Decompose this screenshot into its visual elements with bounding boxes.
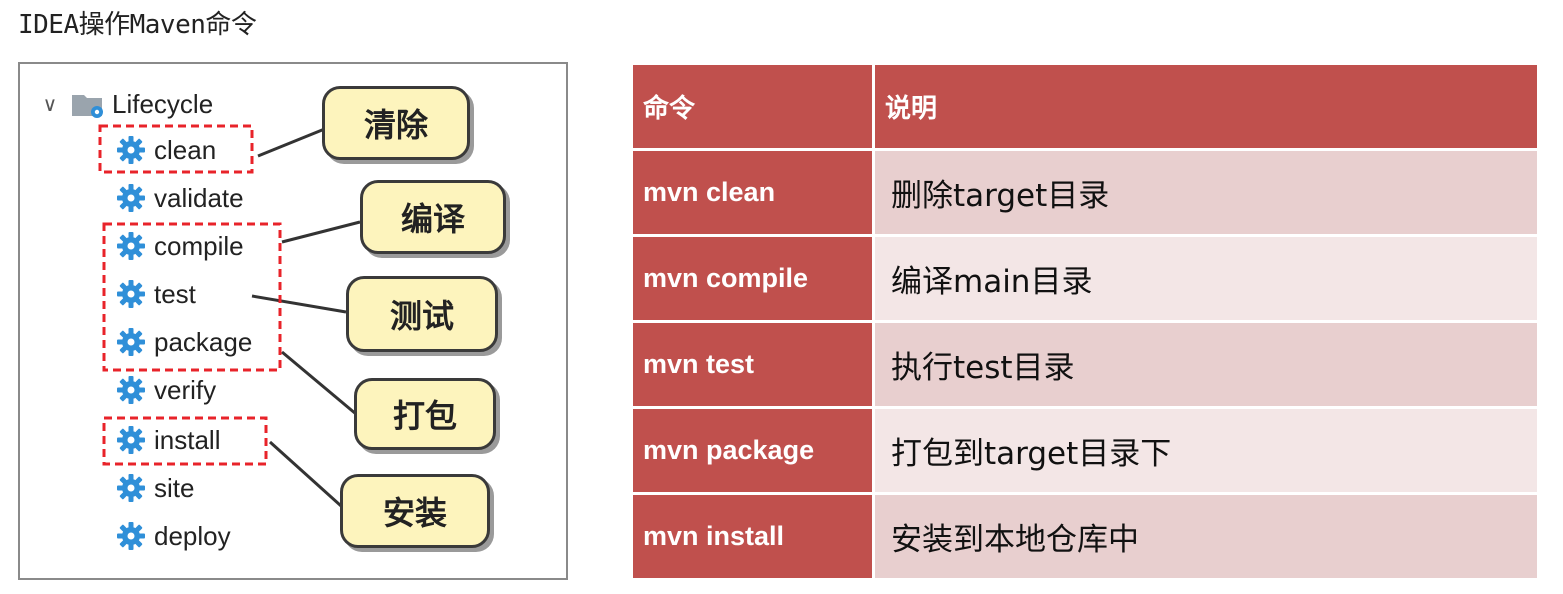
command-cell: mvn install: [630, 492, 875, 581]
description-cell: 打包到target目录下: [872, 406, 1540, 495]
gear-icon: [117, 474, 145, 502]
connector-compile: [281, 220, 361, 244]
callout-package: 打包: [354, 378, 496, 450]
callout-test: 测试: [346, 276, 498, 352]
lifecycle-item-label: test: [154, 278, 196, 309]
lifecycle-item-clean[interactable]: clean: [116, 130, 216, 170]
lifecycle-item-label: clean: [154, 134, 217, 165]
lifecycle-root-label: Lifecycle: [112, 88, 214, 119]
highlight-compile-test-package: [102, 222, 282, 372]
gear-icon: [117, 522, 145, 550]
callout-connectors: [98, 124, 361, 516]
connector-package: [281, 350, 357, 416]
gear-icon: [117, 328, 145, 356]
highlight-clean: [98, 124, 254, 174]
lifecycle-item-label: validate: [154, 182, 244, 213]
lifecycle-item-label: site: [154, 472, 195, 503]
header-description: 说明: [872, 62, 1540, 151]
maven-lifecycle-panel: ∨ Lifecycle clean validate compile test …: [18, 62, 568, 580]
lifecycle-item-verify[interactable]: verify: [116, 370, 216, 410]
connector-clean: [257, 124, 333, 158]
header-command: 命令: [630, 62, 875, 151]
table-row: mvn install 安装到本地仓库中: [630, 492, 1540, 581]
gear-icon: [117, 376, 145, 404]
command-cell: mvn compile: [630, 234, 875, 323]
table-row: mvn clean 删除target目录: [630, 148, 1540, 237]
description-cell: 删除target目录: [872, 148, 1540, 237]
description-cell: 编译main目录: [872, 234, 1540, 323]
callout-compile: 编译: [360, 180, 506, 254]
connector-install: [268, 440, 352, 516]
page-heading: IDEA操作Maven命令: [18, 10, 257, 40]
lifecycle-root[interactable]: ∨ Lifecycle: [30, 84, 213, 124]
lifecycle-item-compile[interactable]: compile: [116, 226, 244, 266]
lifecycle-item-label: package: [154, 326, 253, 357]
lifecycle-item-label: install: [154, 424, 221, 455]
lifecycle-item-label: compile: [154, 230, 244, 261]
gear-icon: [117, 426, 145, 454]
gear-icon: [117, 232, 145, 260]
gear-icon: [117, 184, 145, 212]
lifecycle-item-install[interactable]: install: [116, 420, 220, 460]
chevron-down-icon[interactable]: ∨: [42, 93, 58, 116]
folder-gear-icon: [72, 95, 103, 118]
command-cell: mvn package: [630, 406, 875, 495]
callout-install: 安装: [340, 474, 490, 548]
command-cell: mvn test: [630, 320, 875, 409]
highlight-install: [102, 416, 268, 466]
callout-clean: 清除: [322, 86, 470, 160]
table-row: mvn test 执行test目录: [630, 320, 1540, 409]
description-cell: 安装到本地仓库中: [872, 492, 1540, 581]
lifecycle-item-label: verify: [154, 374, 217, 405]
command-cell: mvn clean: [630, 148, 875, 237]
lifecycle-item-package[interactable]: package: [116, 322, 252, 362]
connector-test: [251, 294, 347, 314]
maven-command-table: 命令 说明 mvn clean 删除target目录 mvn compile 编…: [630, 62, 1540, 581]
lifecycle-item-label: deploy: [154, 520, 231, 551]
table-header-row: 命令 说明: [630, 62, 1540, 151]
gear-icon: [117, 280, 145, 308]
lifecycle-item-validate[interactable]: validate: [116, 178, 244, 218]
lifecycle-item-deploy[interactable]: deploy: [116, 516, 231, 556]
description-cell: 执行test目录: [872, 320, 1540, 409]
lifecycle-item-site[interactable]: site: [116, 468, 194, 508]
lifecycle-item-test[interactable]: test: [116, 274, 196, 314]
gear-icon: [117, 136, 145, 164]
table-row: mvn package 打包到target目录下: [630, 406, 1540, 495]
table-row: mvn compile 编译main目录: [630, 234, 1540, 323]
